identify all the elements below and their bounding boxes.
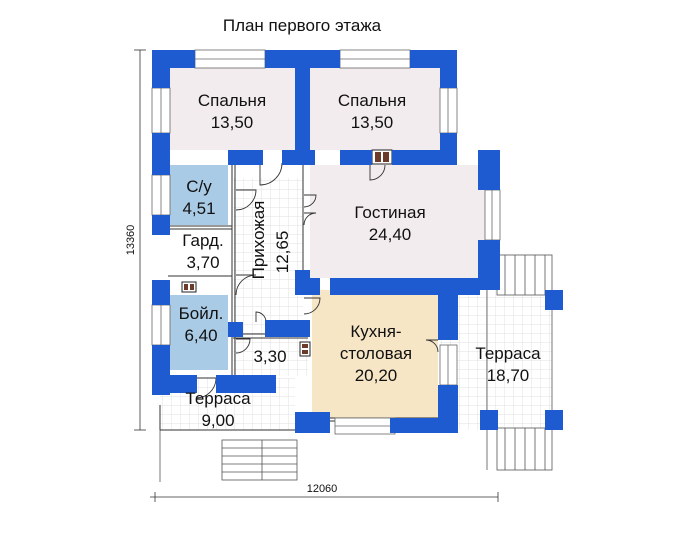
hall-floor <box>233 178 303 338</box>
room-area-hall: 12,65 <box>273 231 292 274</box>
boiler-room-fill <box>170 295 228 370</box>
room-area-bathroom: 4,51 <box>182 199 215 218</box>
kitchen-vent-inner-top <box>302 344 308 348</box>
door-swings <box>195 162 439 399</box>
room-label-terrace-right: Терраса <box>475 344 541 363</box>
living-room-fill <box>310 165 485 278</box>
room-label-kitchen-2: столовая <box>340 344 412 363</box>
small-room-floor <box>233 338 308 376</box>
windows <box>151 49 501 435</box>
room-area-wardrobe: 3,70 <box>186 253 219 272</box>
fireplace-inner-left <box>375 152 381 162</box>
fireplace-inner-right <box>383 152 389 162</box>
terrace-right-steps <box>486 254 553 471</box>
terrace-right-floor <box>440 290 552 430</box>
kitchen-vent-icon <box>299 341 311 357</box>
room-label-kitchen-1: Кухня- <box>350 322 401 341</box>
plan-title: План первого этажа <box>223 16 382 35</box>
bedroom-1-fill <box>170 68 295 150</box>
kitchen-fill <box>312 290 438 418</box>
boiler-vent-inner-right <box>190 284 194 290</box>
room-label-hall: Прихожая <box>249 201 268 280</box>
boiler-vent-inner-left <box>184 284 188 290</box>
room-area-terrace-left: 9,00 <box>201 411 234 430</box>
width-dimension: 12060 <box>307 483 338 495</box>
room-area-living: 24,40 <box>369 225 412 244</box>
kitchen-vent-inner-bottom <box>302 350 308 354</box>
room-label-wardrobe: Гард. <box>182 231 223 250</box>
dimension-lines <box>134 49 499 502</box>
room-area-small: 3,30 <box>253 347 286 366</box>
room-area-kitchen: 20,20 <box>355 366 398 385</box>
room-label-living: Гостиная <box>354 203 425 222</box>
room-label-bedroom-2: Спальня <box>338 91 406 110</box>
boiler-vent-icon <box>181 281 197 293</box>
wardrobe-fill <box>170 230 228 275</box>
room-label-terrace-left: Терраса <box>185 389 251 408</box>
height-dimension: 13360 <box>125 225 137 256</box>
room-area-boiler: 6,40 <box>184 326 217 345</box>
room-area-terrace-right: 18,70 <box>487 366 530 385</box>
bathroom-fill <box>170 165 228 225</box>
room-area-bedroom-2: 13,50 <box>351 113 394 132</box>
room-label-boiler: Бойл. <box>179 304 224 323</box>
room-label-bathroom: С/у <box>186 177 212 196</box>
terrace-left-steps <box>159 430 298 482</box>
bedroom-2-fill <box>310 68 440 150</box>
room-label-bedroom-1: Спальня <box>198 91 266 110</box>
room-area-bedroom-1: 13,50 <box>211 113 254 132</box>
room-labels: Спальня 13,50 Спальня 13,50 С/у 4,51 Гар… <box>179 91 542 430</box>
exterior-walls <box>152 50 563 433</box>
